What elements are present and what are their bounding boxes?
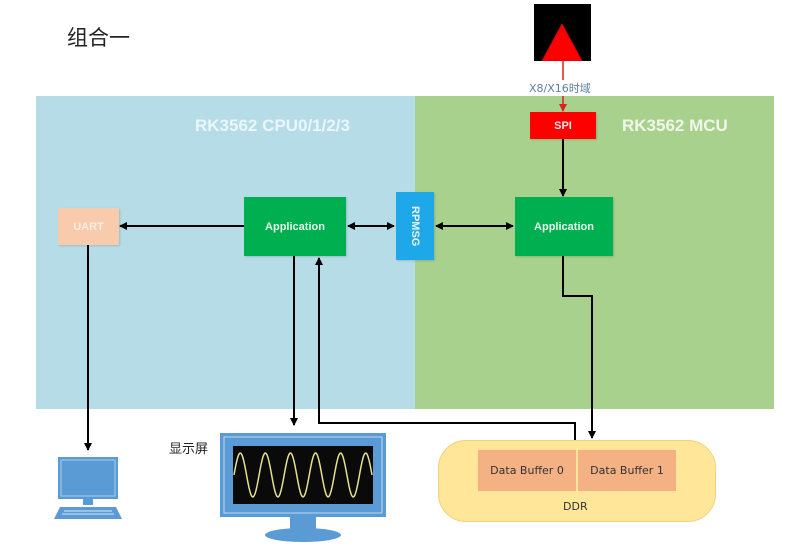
mcu-region-label: RK3562 MCU [622, 116, 728, 135]
diagram-title: 组合一 [67, 26, 130, 50]
rpmsg-block: RPMSG [396, 192, 434, 260]
spi-label: SPI [554, 119, 572, 132]
spi-block: SPI [530, 112, 596, 139]
ddr-label: DDR [563, 500, 588, 513]
cpu-region [36, 96, 415, 409]
data-buffer-1: Data Buffer 1 [578, 450, 676, 491]
application-mcu-label: Application [534, 220, 594, 233]
application-cpu-label: Application [265, 220, 325, 233]
monitor-label: 显示屏 [169, 442, 209, 457]
arrow-app-mcu-to-ddr [562, 256, 596, 439]
cpu-region-label: RK3562 CPU0/1/2/3 [195, 116, 350, 135]
application-mcu-block: Application [515, 197, 613, 256]
uart-label: UART [73, 220, 104, 233]
application-cpu-block: Application [244, 197, 346, 256]
signal-source-icon [534, 4, 591, 61]
data-buffer-0: Data Buffer 0 [478, 450, 576, 491]
rpmsg-label: RPMSG [409, 205, 421, 247]
arrow-ddr-to-app-cpu [315, 257, 576, 440]
signal-label: X8/X16时域 [528, 80, 592, 96]
uart-block: UART [58, 208, 119, 245]
